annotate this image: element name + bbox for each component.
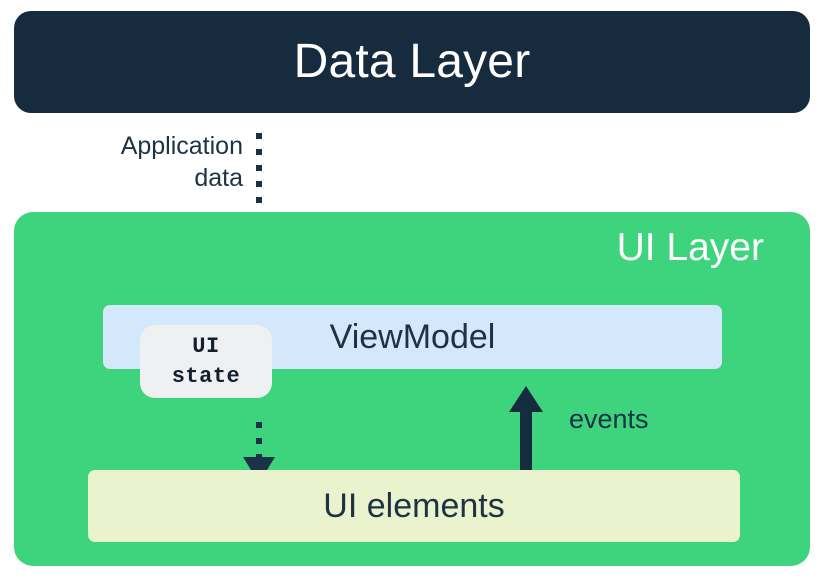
ui-state-chip-line2: state <box>171 363 241 389</box>
application-data-label: Application data <box>120 132 243 192</box>
events-arrowhead-icon <box>509 386 543 412</box>
ui-layer-title: UI Layer <box>616 226 764 269</box>
events-label: events <box>569 404 649 434</box>
data-layer-box: Data Layer <box>14 11 810 113</box>
ui-state-chip: UI state <box>140 325 272 398</box>
events-arrow-shaft <box>520 408 532 470</box>
ui-state-dotted-line <box>256 422 262 458</box>
ui-state-chip-line1: UI <box>192 334 220 360</box>
data-layer-title: Data Layer <box>293 35 531 88</box>
ui-elements-box: UI elements <box>88 470 740 542</box>
ui-elements-label: UI elements <box>323 486 505 525</box>
viewmodel-label: ViewModel <box>329 317 496 356</box>
application-data-dotted-line <box>256 133 262 265</box>
